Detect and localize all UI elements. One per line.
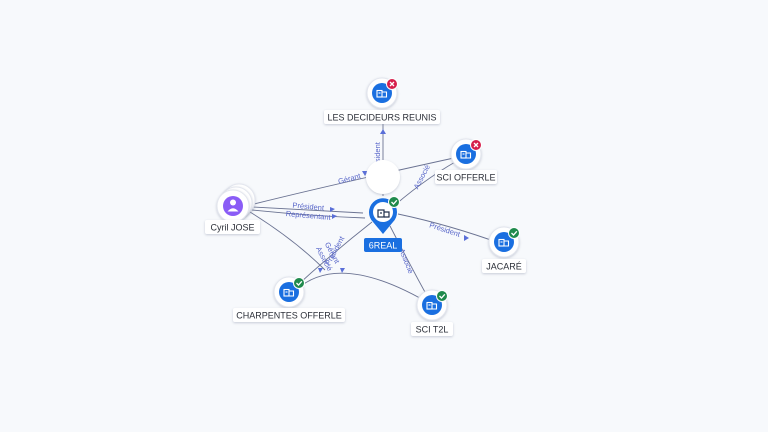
company-node-charpentes[interactable]: CHARPENTES OFFERLE [233,276,345,322]
edge-arrows [318,129,469,273]
company-icon [426,301,438,310]
company-label-bg [411,322,453,336]
active-check-icon [439,293,446,299]
person-label-bg [205,220,260,234]
edge-label-person-representant: Représentant [285,209,332,222]
person-label: Cyril JOSE [210,223,254,233]
company-icon [460,150,472,159]
company-node-jacare[interactable]: JACARÉ [482,226,526,273]
arrow-marker [380,129,386,134]
active-check-icon [296,280,303,286]
company-label: SCI OFFERLE [436,173,495,183]
company-node-decideurs[interactable]: LES DECIDEURS REUNIS [324,77,440,124]
company-icon [283,288,295,297]
company-label-bg [324,110,440,124]
company-label-bg [482,259,526,273]
company-label: JACARÉ [486,262,522,272]
arrow-marker [332,214,337,219]
edge-person-center-president [251,206,364,214]
arrow-marker [362,171,368,176]
company-label-bg [233,308,345,322]
closed-x-icon [389,81,395,87]
active-check-icon [391,199,398,205]
person-node[interactable]: Cyril JOSE [205,183,260,234]
company-node-sci-offerle[interactable]: SCI OFFERLE [435,138,497,184]
edge-label-sci-offerle: Associé [412,163,432,190]
active-check-icon-bg [508,227,520,239]
company-label: SCI T2L [416,325,449,335]
company-icon [376,89,388,98]
arrow-marker [318,268,323,273]
active-check-icon-bg [388,196,400,208]
edge-person-charpentes [249,211,326,271]
active-check-icon-bg [293,277,305,289]
edge-label-person-president: Président [292,201,325,213]
center-pin [366,160,401,194]
active-check-icon [511,230,518,236]
edge-label-decideurs: Président [373,141,382,174]
edges [249,112,503,306]
company-label: LES DECIDEURS REUNIS [327,113,436,123]
company-icon [377,209,390,218]
edge-person-center-representant [251,209,366,219]
edge-label-person-gerant: Gérant [337,171,362,186]
company-icon [498,238,510,247]
company-nodes: LES DECIDEURS REUNIS SCI OFFERLE JACARÉ SCI… [233,77,526,336]
center-label: 6REAL [369,241,398,251]
arrow-marker [330,207,335,212]
person-icon [227,199,239,212]
edge-charpentes-sci-t2l [295,272,433,306]
edge-label-jacare: Président [428,220,462,239]
arrow-marker [340,268,345,273]
active-check-icon-bg [436,290,448,302]
arrow-marker [464,235,469,241]
person-icon-bg [223,196,243,216]
company-label-bg [435,170,497,184]
company-node-sci-t2l[interactable]: SCI T2L [411,289,453,336]
company-label: CHARPENTES OFFERLE [236,311,342,321]
center-label-bg [364,238,402,252]
closed-x-icon [473,142,479,148]
center-node[interactable]: 6REAL [364,160,402,252]
edge-person-sci-offerle [249,155,464,206]
